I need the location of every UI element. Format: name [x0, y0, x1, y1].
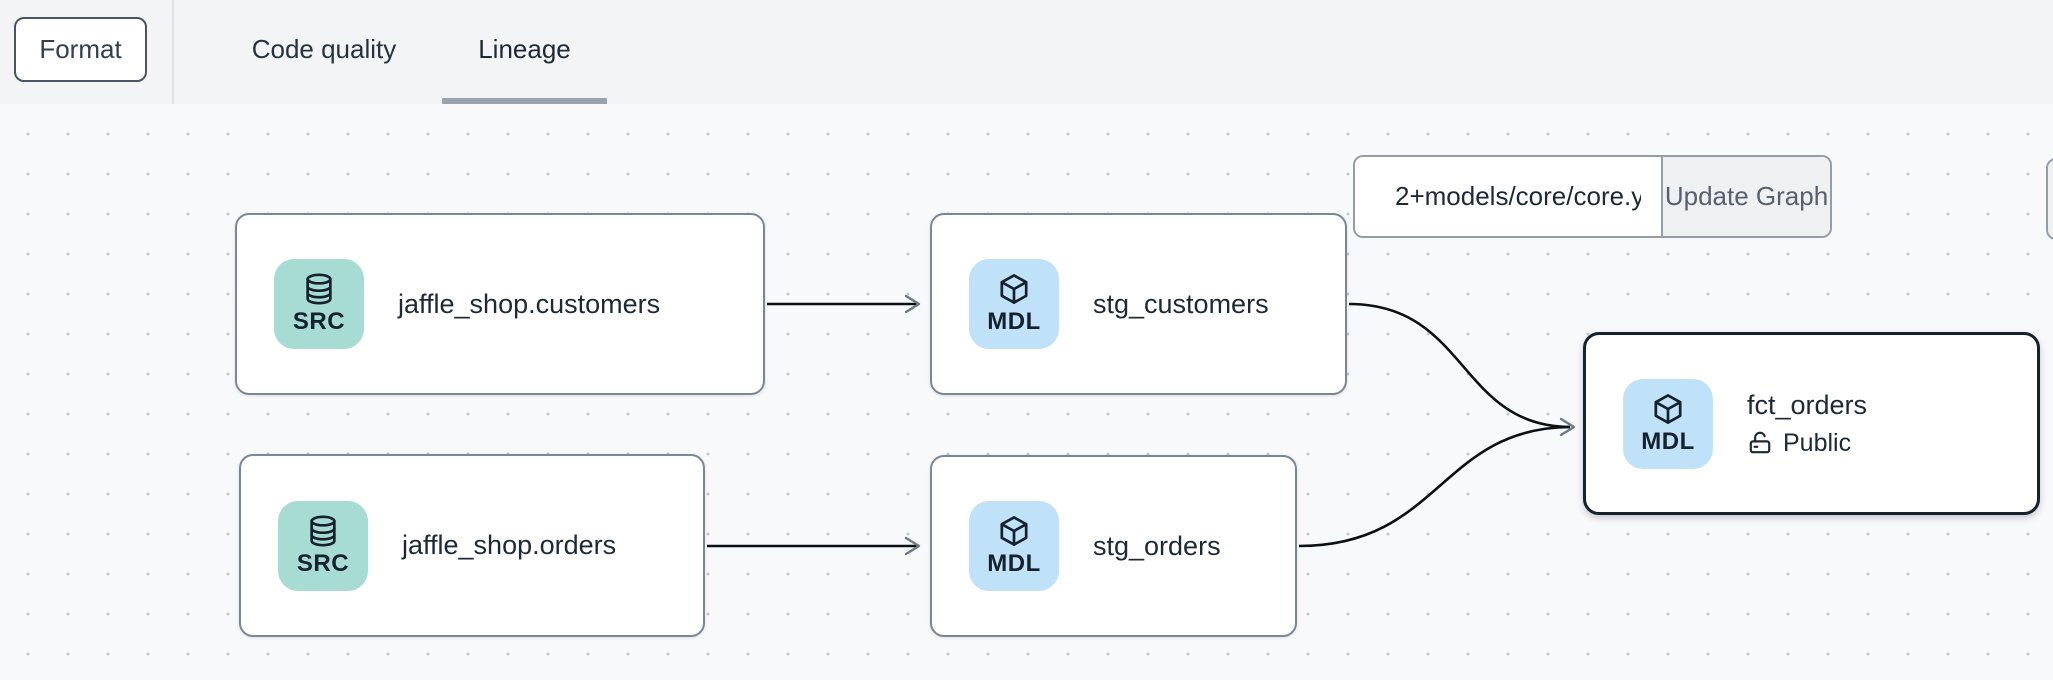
- access-label: Public: [1783, 428, 1852, 457]
- badge-label: MDL: [987, 308, 1041, 335]
- model-badge: MDL: [1623, 378, 1713, 469]
- format-button[interactable]: Format: [14, 17, 147, 82]
- node-source-jaffle-shop-customers[interactable]: SRC jaffle_shop.customers: [235, 213, 765, 395]
- source-badge: SRC: [274, 259, 364, 349]
- node-source-jaffle-shop-orders[interactable]: SRC jaffle_shop.orders: [239, 454, 705, 637]
- database-icon: [306, 273, 332, 305]
- badge-label: SRC: [292, 308, 346, 335]
- badge-label: MDL: [1641, 427, 1695, 455]
- node-model-fct-orders[interactable]: MDL fct_orders Public: [1583, 332, 2040, 515]
- node-model-stg-orders[interactable]: MDL stg_orders: [930, 455, 1297, 637]
- database-icon: [310, 514, 336, 547]
- cube-icon: [1000, 274, 1028, 304]
- unlock-icon: [1749, 431, 1771, 454]
- node-label: fct_orders: [1747, 389, 1868, 420]
- selector-input[interactable]: [1355, 157, 1661, 236]
- cube-icon: [1654, 393, 1682, 424]
- tab-lineage[interactable]: Lineage: [478, 33, 571, 64]
- toolbar-overflow-button[interactable]: [2046, 158, 2053, 240]
- cube-icon: [1000, 516, 1028, 546]
- badge-label: SRC: [296, 549, 350, 577]
- access-badge: Public: [1747, 429, 1867, 458]
- source-badge: SRC: [278, 500, 368, 591]
- badge-label: MDL: [987, 550, 1041, 577]
- node-label: jaffle_shop.orders: [402, 530, 617, 560]
- graph-toolbar: Update Graph: [1353, 155, 1832, 238]
- update-graph-button[interactable]: Update Graph: [1661, 157, 1830, 236]
- model-badge: MDL: [969, 501, 1059, 591]
- model-badge: MDL: [969, 259, 1059, 349]
- node-label: stg_orders: [1093, 530, 1221, 561]
- node-label: stg_customers: [1093, 288, 1269, 319]
- tab-code-quality[interactable]: Code quality: [251, 33, 397, 64]
- node-model-stg-customers[interactable]: MDL stg_customers: [930, 213, 1347, 395]
- header-divider: [172, 0, 174, 104]
- node-label: jaffle_shop.customers: [398, 288, 661, 319]
- active-tab-indicator: [442, 98, 607, 104]
- editor-tab-bar: Format Code quality Lineage: [0, 0, 2053, 104]
